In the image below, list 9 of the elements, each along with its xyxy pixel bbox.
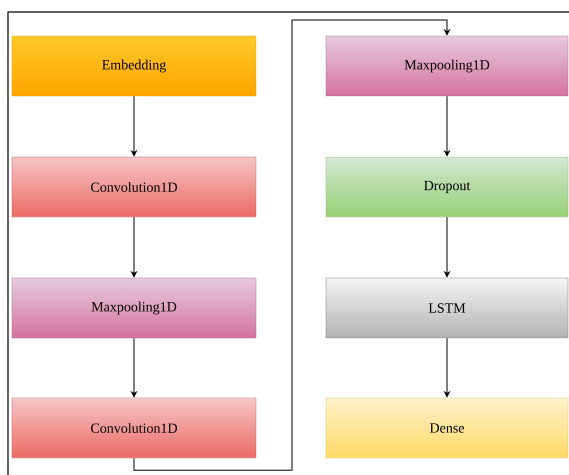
- layer-box: Dense: [326, 398, 568, 458]
- layer-box: Dropout: [326, 156, 568, 218]
- layer-box: Embedding: [12, 36, 256, 96]
- layer-box: LSTM: [326, 278, 568, 338]
- layer-box: Convolution1D: [12, 398, 256, 458]
- layer-box: Maxpooling1D: [12, 278, 256, 338]
- arrow: [134, 20, 451, 471]
- layer-box: Convolution1D: [12, 156, 256, 218]
- layer-box: Maxpooling1D: [326, 36, 568, 96]
